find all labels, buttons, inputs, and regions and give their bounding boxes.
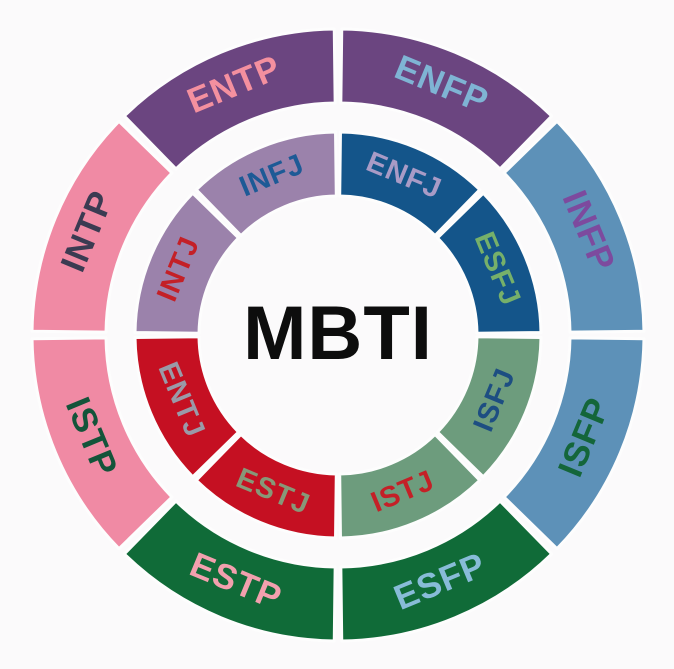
segment-intj[interactable] bbox=[133, 191, 241, 335]
segment-isfp[interactable] bbox=[502, 336, 646, 551]
segment-intp[interactable] bbox=[30, 119, 174, 334]
segment-istj[interactable] bbox=[338, 432, 482, 540]
segment-enfj[interactable] bbox=[338, 130, 482, 238]
center-title: MBTI bbox=[243, 291, 433, 376]
segment-isfj[interactable] bbox=[435, 335, 543, 479]
segment-infp[interactable] bbox=[502, 119, 646, 334]
segment-infj[interactable] bbox=[194, 130, 338, 238]
segment-istp[interactable] bbox=[30, 336, 174, 551]
segment-enfp[interactable] bbox=[339, 27, 554, 171]
segment-esfp[interactable] bbox=[339, 499, 554, 643]
segment-estj[interactable] bbox=[194, 432, 338, 540]
segment-esfj[interactable] bbox=[435, 191, 543, 335]
segment-estp[interactable] bbox=[122, 499, 337, 643]
segment-entp[interactable] bbox=[122, 27, 337, 171]
segment-entj[interactable] bbox=[133, 335, 241, 479]
